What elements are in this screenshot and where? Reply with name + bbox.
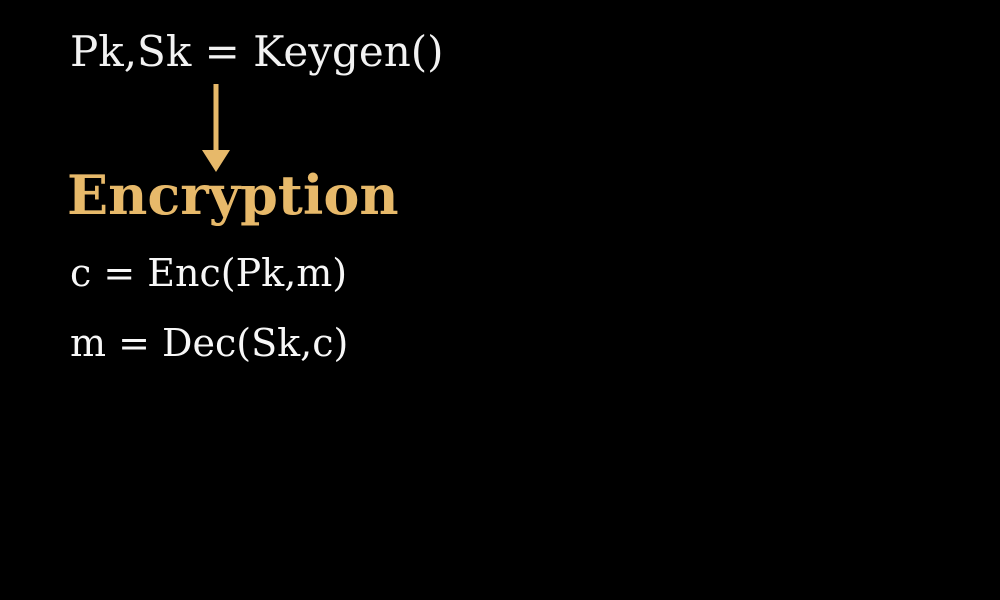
keygen-equation: Pk,Sk = Keygen() — [70, 27, 444, 76]
encryption-title: Encryption — [67, 163, 399, 227]
arrow-down-icon — [202, 84, 230, 172]
decryption-equation: m = Dec(Sk,c) — [70, 321, 349, 365]
encryption-equation: c = Enc(Pk,m) — [70, 251, 348, 295]
